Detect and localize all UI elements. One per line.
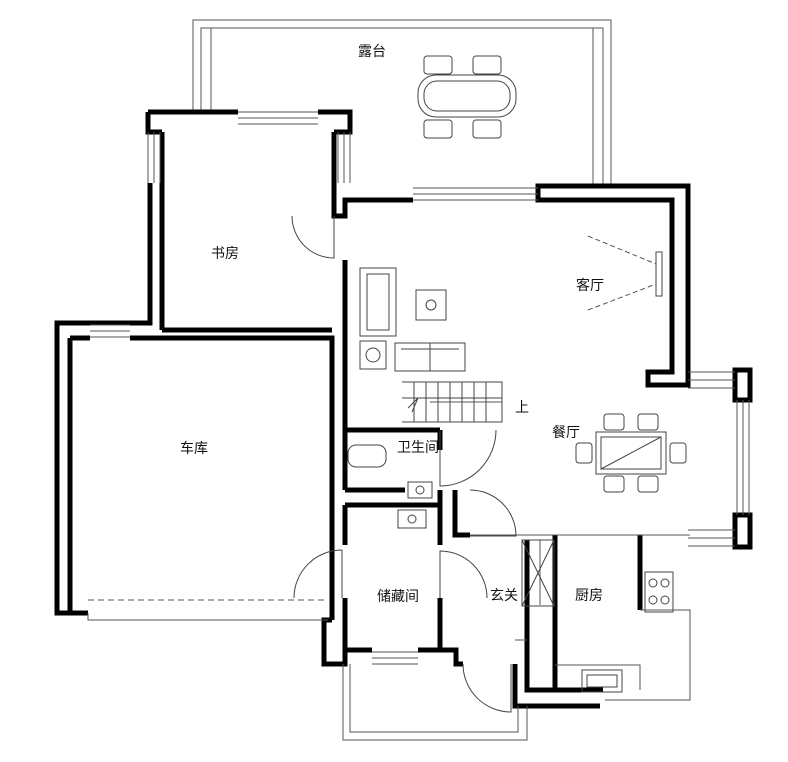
entrance-label: 玄关 — [490, 587, 518, 604]
kitchen-fixtures — [581, 571, 674, 693]
interior-walls — [342, 260, 643, 690]
dining-room-label: 餐厅 — [552, 425, 580, 441]
terrace-table-set — [417, 55, 517, 139]
storage-label: 储藏间 — [377, 589, 419, 605]
living-room-label: 客厅 — [576, 277, 604, 294]
kitchen-label: 厨房 — [575, 588, 603, 604]
dining-table-set — [575, 413, 687, 493]
stairs — [402, 381, 503, 423]
entrance-cabinet — [521, 539, 555, 607]
terrace-area — [192, 19, 612, 185]
terrace-label: 露台 — [358, 44, 386, 60]
room-labels: 露台 书房 客厅 车库 餐厅 卫生间 储藏间 玄关 厨房 上 — [180, 44, 604, 605]
exterior-walls — [54, 109, 753, 709]
study-label: 书房 — [211, 246, 239, 262]
living-room-furniture — [359, 235, 663, 372]
stairs-up-label: 上 — [515, 400, 529, 416]
doors — [291, 215, 517, 713]
interior-thin-lines — [342, 534, 691, 741]
garage-label: 车库 — [180, 440, 208, 457]
windows — [90, 111, 750, 665]
bathroom-fixtures — [347, 444, 433, 529]
bathroom-label: 卫生间 — [397, 440, 439, 456]
